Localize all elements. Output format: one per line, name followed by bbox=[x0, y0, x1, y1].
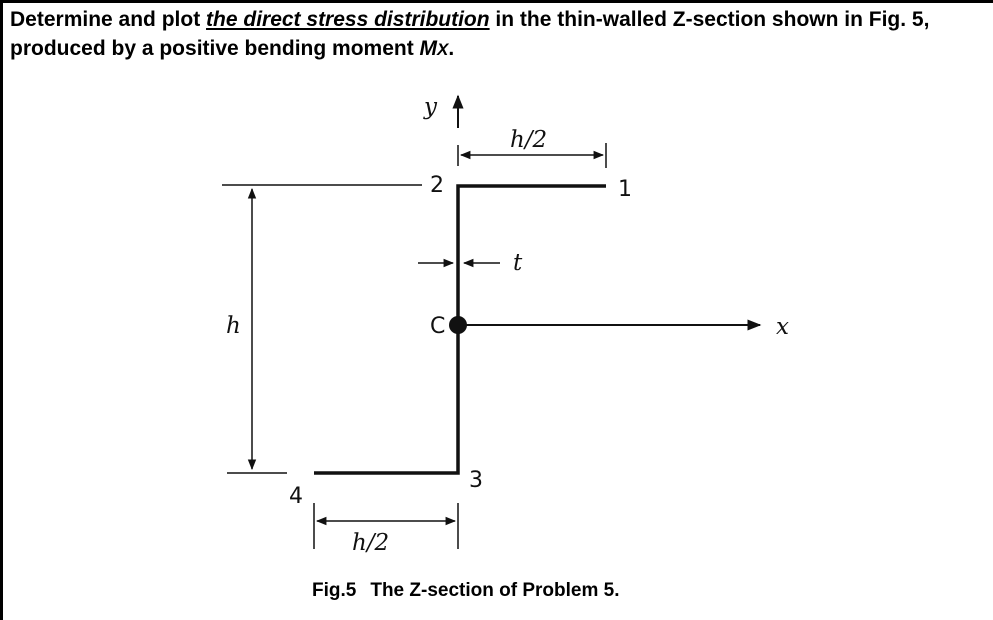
x-axis-label: x bbox=[776, 314, 789, 340]
bottom-flange-dim-label: h/2 bbox=[352, 530, 389, 556]
height-dim-label: h bbox=[226, 313, 241, 339]
point-4-label: 4 bbox=[289, 484, 303, 509]
caption-text: The Z-section of Problem 5. bbox=[370, 580, 620, 601]
point-2-label: 2 bbox=[430, 173, 444, 198]
point-3-label: 3 bbox=[469, 468, 483, 493]
problem-text-end: . bbox=[448, 37, 455, 60]
problem-text-middle: in the thin-walled Z-section shown in Fi… bbox=[10, 8, 930, 60]
problem-text-start: Determine and plot bbox=[10, 8, 207, 31]
moment-symbol: M bbox=[419, 37, 438, 60]
y-axis-label: y bbox=[423, 94, 438, 120]
top-flange-dim-label: h/2 bbox=[510, 127, 547, 153]
point-1-label: 1 bbox=[618, 177, 632, 202]
figure-caption: Fig.5 The Z-section of Problem 5. bbox=[312, 580, 620, 602]
centroid-label: C bbox=[430, 314, 445, 339]
problem-emphasis: the direct stress distribution bbox=[206, 8, 490, 31]
problem-statement: Determine and plot the direct stress dis… bbox=[10, 5, 985, 64]
thickness-label: t bbox=[513, 250, 523, 276]
caption-label: Fig.5 bbox=[312, 580, 357, 601]
centroid-point bbox=[449, 316, 467, 334]
moment-subscript: X bbox=[437, 40, 449, 59]
